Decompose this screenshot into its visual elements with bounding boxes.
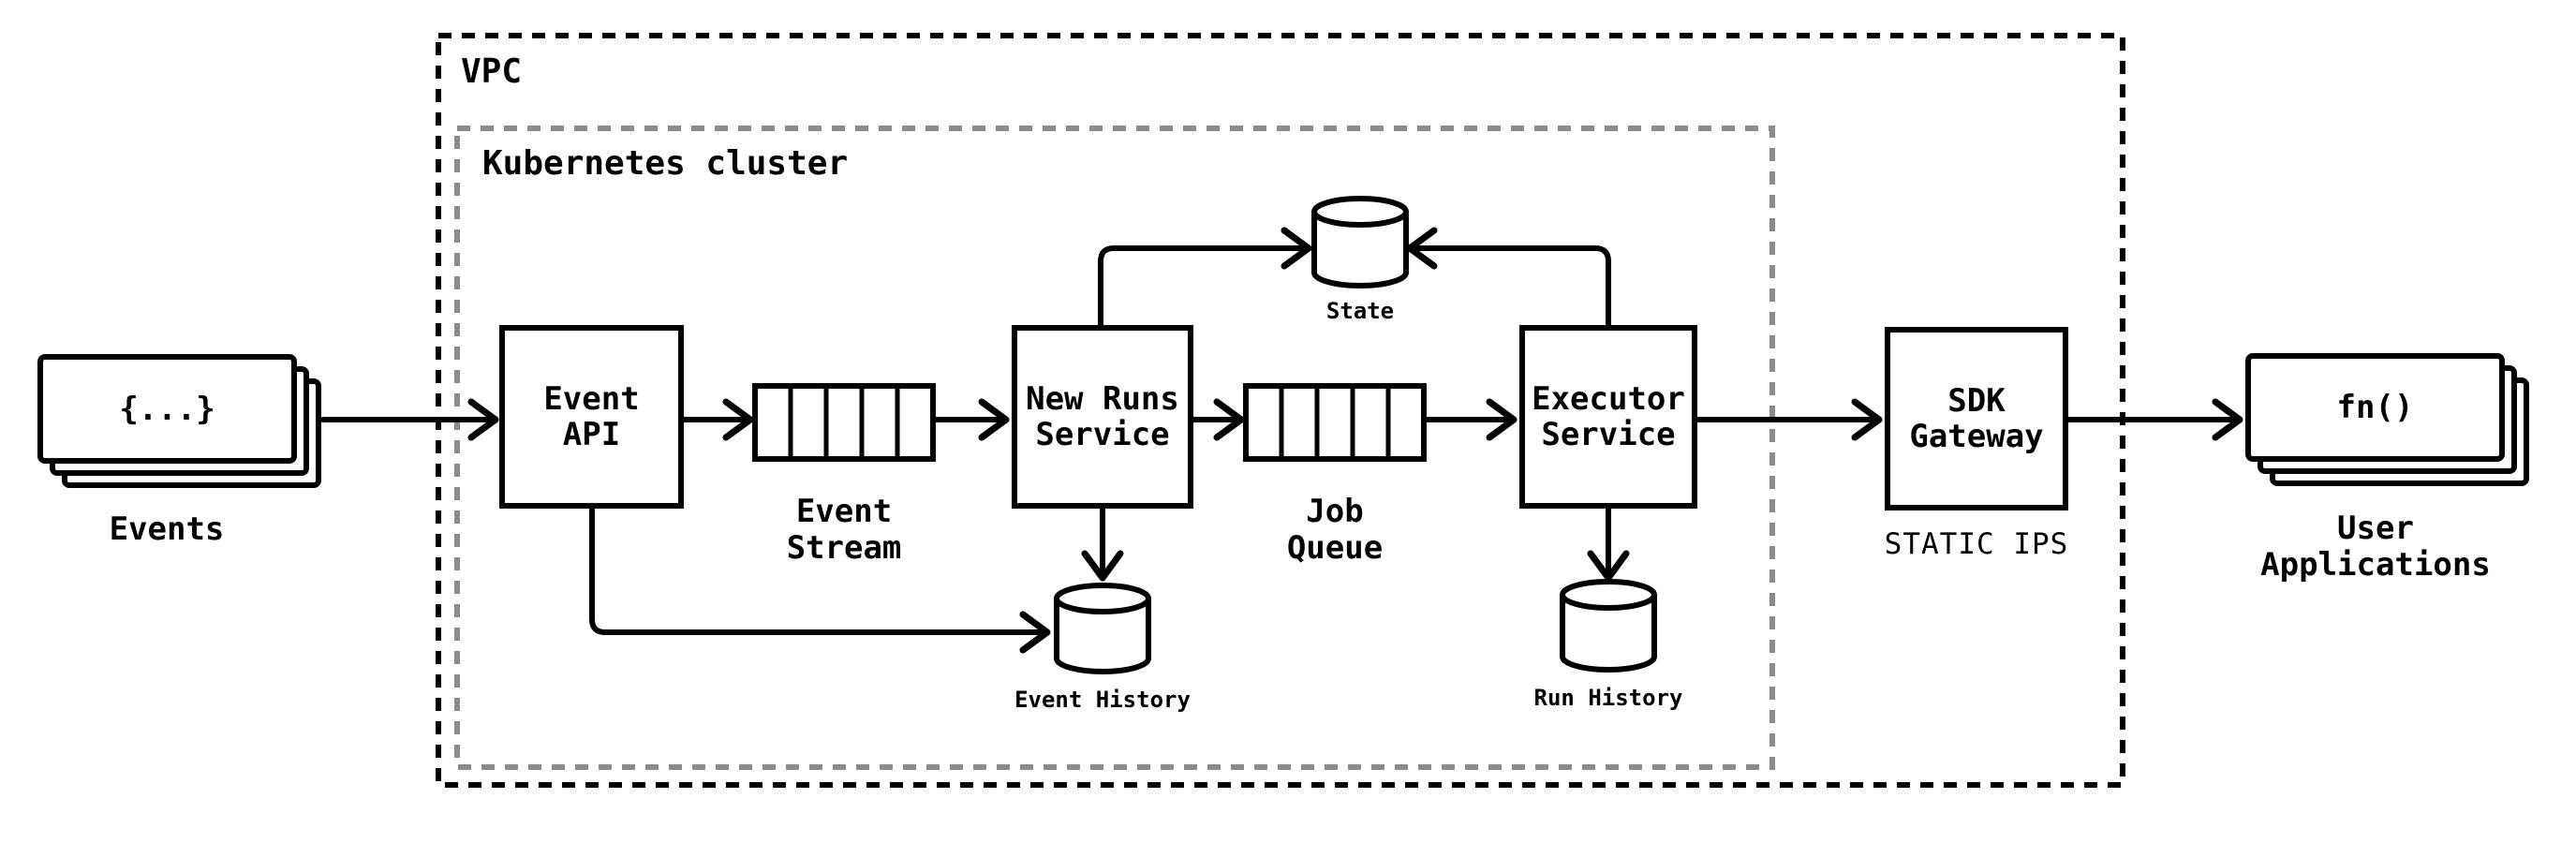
event-history-database-icon (1054, 583, 1151, 674)
arrowhead-job-queue-to-executor-icon (1486, 398, 1517, 441)
arrowhead-event-api-to-event-stream-icon (722, 398, 754, 441)
new-runs-label-line2: Service (1035, 416, 1170, 453)
event-api-label-line1: Event (543, 380, 640, 418)
arrowhead-events-to-event-api-icon (467, 398, 499, 441)
arrowhead-executor-to-sdk-gateway-icon (1851, 398, 1883, 441)
event-api-box: Event API (499, 325, 684, 509)
events-card-text: {...} (119, 390, 215, 428)
events-node: {...} (37, 354, 321, 488)
state-db-label: State (1325, 298, 1395, 324)
event-stream-caption-line1: Event (795, 493, 893, 530)
event-history-db-label: Event History (1014, 687, 1191, 713)
arrowhead-executor-to-state-icon (1406, 227, 1438, 270)
arrowhead-new-runs-to-event-history-icon (1081, 550, 1124, 582)
user-applications-node: fn() (2245, 353, 2529, 486)
job-queue-icon (1243, 383, 1427, 462)
sdk-gateway-label-line2: Gateway (1909, 418, 2044, 455)
new-runs-label-line1: New Runs (1026, 380, 1179, 418)
arrowhead-executor-to-run-history-icon (1587, 550, 1630, 582)
user-apps-caption-line1: User (2337, 510, 2414, 547)
new-runs-service-box: New Runs Service (1012, 325, 1193, 509)
job-queue-caption-line1: Job (1306, 493, 1364, 530)
executor-label-line1: Executor (1532, 380, 1685, 418)
sdk-gateway-static-ips-label: STATIC IPS (1884, 527, 2069, 561)
arrow-new-runs-to-state (1098, 245, 1306, 328)
event-stream-queue-icon (752, 383, 936, 462)
arrowhead-event-stream-to-new-runs-icon (978, 398, 1010, 441)
sdk-gateway-box: SDK Gateway (1885, 327, 2068, 510)
sdk-gateway-label-line1: SDK (1947, 382, 2006, 420)
arrow-event-api-to-event-history (589, 506, 1044, 635)
user-applications-caption: User Applications (2260, 510, 2491, 584)
executor-service-box: Executor Service (1519, 325, 1697, 509)
vpc-label: VPC (461, 52, 523, 91)
job-queue-caption: Job Queue (1287, 494, 1383, 567)
run-history-database-icon (1560, 579, 1657, 673)
arrowhead-new-runs-to-job-queue-icon (1213, 398, 1245, 441)
executor-label-line2: Service (1541, 416, 1676, 453)
arrow-executor-to-state (1413, 245, 1611, 328)
arrowhead-sdk-gateway-to-user-apps-icon (2212, 398, 2243, 441)
state-database-icon (1311, 196, 1409, 288)
arrowhead-new-runs-to-state-icon (1281, 227, 1312, 270)
events-card-front: {...} (37, 354, 297, 464)
kubernetes-cluster-label: Kubernetes cluster (482, 144, 849, 183)
arrowhead-event-api-to-event-history-icon (1019, 611, 1051, 654)
events-caption: Events (109, 510, 225, 548)
run-history-db-label: Run History (1533, 685, 1683, 711)
user-apps-card-front: fn() (2245, 353, 2505, 462)
user-apps-caption-line2: Applications (2260, 546, 2491, 584)
event-stream-caption-line2: Stream (786, 529, 902, 567)
user-apps-card-text: fn() (2336, 389, 2414, 426)
event-api-label-line2: API (562, 416, 621, 453)
event-stream-caption: Event Stream (787, 494, 902, 567)
kubernetes-cluster-boundary (454, 126, 1775, 770)
job-queue-caption-line2: Queue (1286, 529, 1384, 567)
